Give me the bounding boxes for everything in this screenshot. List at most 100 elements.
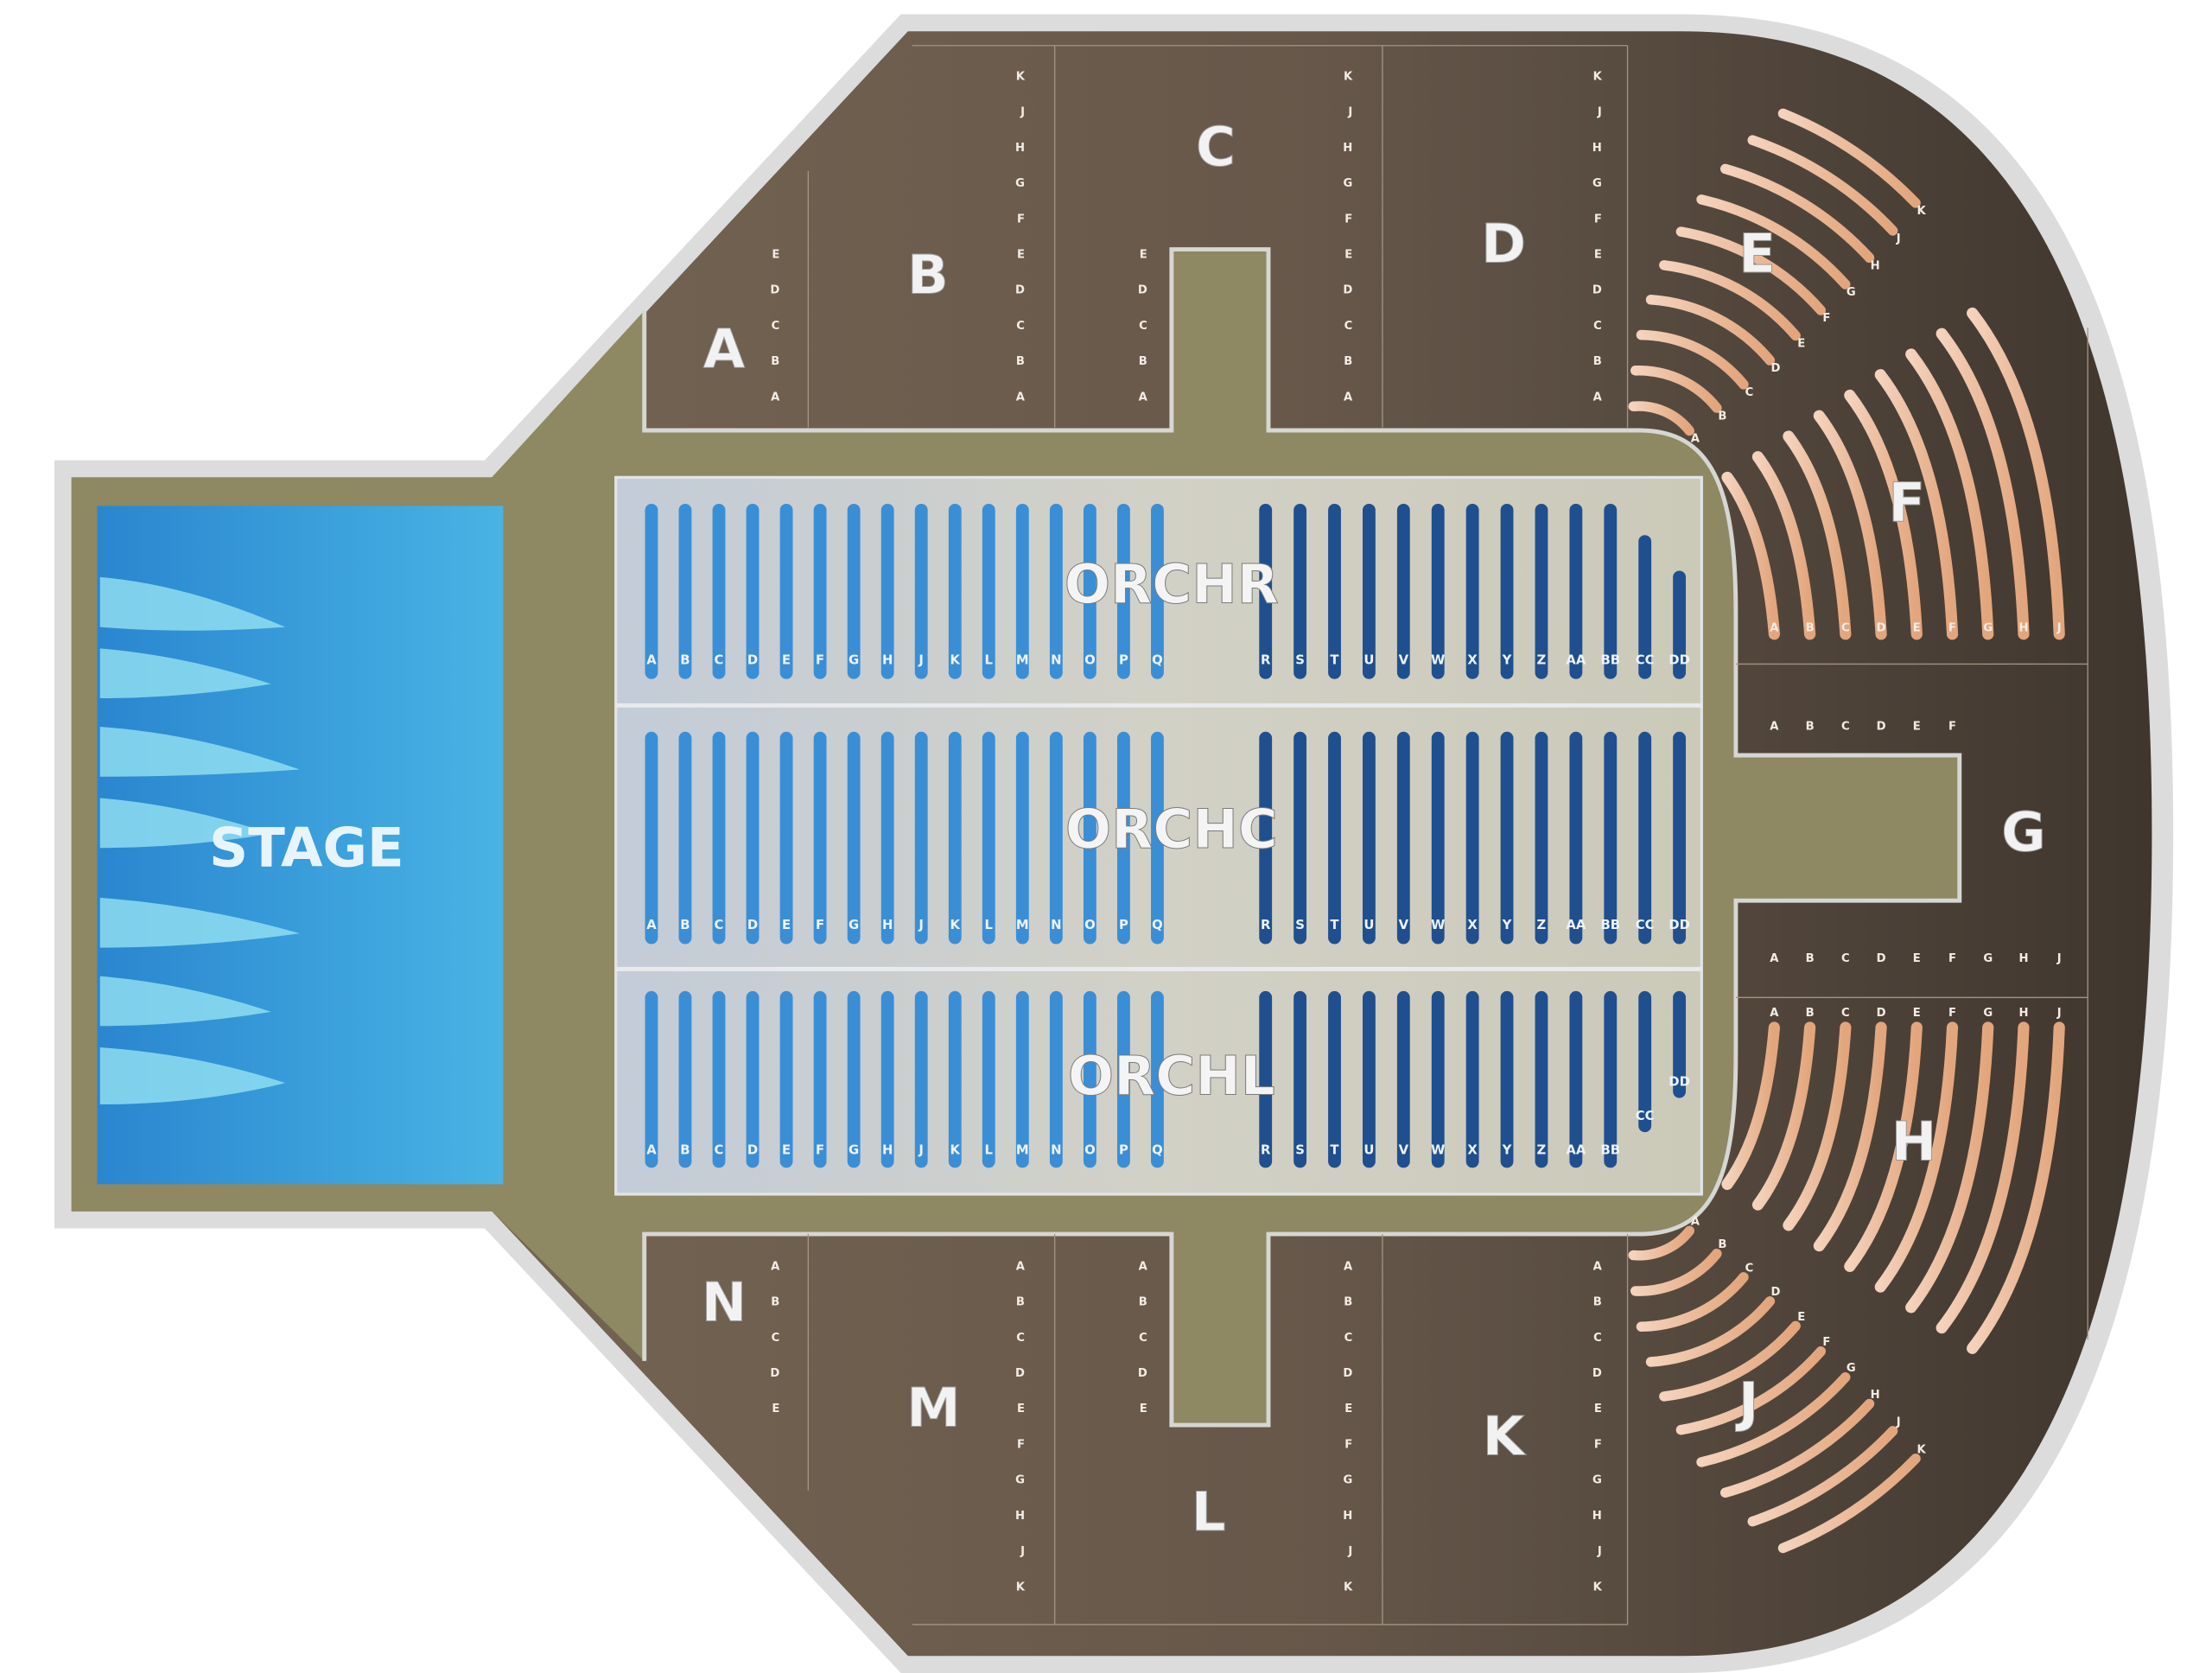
seat-row[interactable] (1696, 1372, 1851, 1467)
section-label-b[interactable]: B (906, 243, 949, 307)
row-label: K (1917, 1443, 1927, 1456)
section-label-j[interactable]: J (1735, 1371, 1759, 1434)
row-label: R (1261, 652, 1271, 667)
seat-row[interactable] (1659, 1320, 1801, 1402)
row-label: A (771, 1260, 780, 1273)
row-label: E (1344, 248, 1352, 261)
row-label: D (1592, 1367, 1602, 1380)
section-label-a[interactable]: A (702, 317, 746, 381)
seat-row[interactable] (1905, 348, 1994, 640)
row-label: A (1139, 1260, 1148, 1273)
row-label: C (1016, 1332, 1025, 1345)
row-label: C (715, 1143, 724, 1158)
row-label: B (1593, 355, 1602, 368)
row-label: H (2018, 622, 2028, 635)
row-label: B (680, 918, 690, 932)
row-label: A (1770, 1007, 1779, 1020)
row-label: H (882, 652, 893, 667)
section-label-m[interactable]: M (906, 1376, 961, 1440)
seat-row[interactable] (1628, 401, 1694, 436)
row-label: H (882, 1143, 893, 1158)
seat-row[interactable] (1747, 1426, 1898, 1527)
seat-row[interactable] (1777, 108, 1921, 208)
section-label-c[interactable]: C (1195, 115, 1236, 179)
seat-row[interactable] (1783, 1021, 1852, 1231)
row-label: Y (1502, 918, 1512, 932)
row-label: D (1138, 284, 1147, 297)
seat-row[interactable] (1645, 295, 1776, 366)
row-label: C (1139, 1332, 1147, 1345)
seat-row[interactable] (1905, 1021, 1994, 1314)
row-label: C (772, 320, 780, 333)
seat-row[interactable] (1751, 1021, 1816, 1211)
seat-row[interactable] (1696, 194, 1851, 289)
row-label: Y (1502, 652, 1512, 667)
row-label: A (1770, 720, 1779, 733)
seat-row[interactable] (1936, 328, 2030, 640)
row-label: G (849, 918, 859, 932)
seat-row[interactable] (1628, 1225, 1694, 1261)
row-label: D (747, 918, 758, 932)
seat-row[interactable] (1967, 307, 2065, 640)
row-label: J (1597, 106, 1602, 119)
row-label: A (1344, 391, 1353, 404)
row-label: A (771, 391, 780, 404)
section-label-d[interactable]: D (1481, 212, 1527, 276)
seat-row[interactable] (1874, 369, 1959, 640)
row-label: D (1343, 284, 1352, 297)
row-label: J (2056, 952, 2062, 965)
seat-row[interactable] (1936, 1021, 2030, 1334)
row-label: M (1016, 1143, 1029, 1158)
row-label: U (1363, 918, 1374, 932)
row-label: B (1806, 720, 1815, 733)
seat-row[interactable] (1844, 389, 1923, 640)
seat-row[interactable] (1747, 135, 1898, 236)
row-label: G (1015, 177, 1025, 190)
seat-row[interactable] (1777, 1454, 1921, 1554)
row-label: D (1343, 1367, 1352, 1380)
section-label-f[interactable]: F (1888, 471, 1926, 535)
row-label: B (1344, 355, 1352, 368)
row-label: C (1745, 1262, 1754, 1275)
seat-row[interactable] (1630, 1248, 1722, 1296)
orchestra-section-label: ORCHL (1068, 1044, 1275, 1107)
seat-row[interactable] (1783, 430, 1852, 640)
row-label: B (680, 1143, 690, 1158)
seat-row[interactable] (1636, 329, 1749, 390)
row-label: S (1295, 1143, 1305, 1158)
seat-row[interactable] (1675, 226, 1827, 315)
seat-row[interactable] (1967, 1021, 2065, 1354)
seat-row[interactable] (1719, 1398, 1875, 1498)
seat-row[interactable] (1751, 451, 1816, 640)
seat-row[interactable] (1719, 163, 1875, 264)
seat-row[interactable] (1636, 1272, 1749, 1333)
seat-row[interactable] (1844, 1021, 1923, 1272)
seat-row[interactable] (1813, 410, 1887, 640)
row-label: H (882, 918, 893, 932)
seat-row[interactable] (1659, 260, 1801, 341)
row-label: AA (1566, 652, 1586, 667)
seat-row[interactable] (1874, 1021, 1959, 1293)
row-label: B (1593, 1296, 1602, 1309)
seat-row[interactable] (1813, 1021, 1887, 1252)
section-label-n[interactable]: N (701, 1270, 747, 1334)
section-label-k[interactable]: K (1482, 1404, 1527, 1468)
row-label: E (1017, 1403, 1025, 1415)
section-label-h[interactable]: H (1891, 1110, 1936, 1174)
row-label: V (1399, 918, 1409, 932)
row-label: D (770, 284, 779, 297)
seat-row[interactable] (1630, 366, 1722, 413)
row-label: D (1877, 1007, 1886, 1020)
section-label-l[interactable]: L (1191, 1480, 1226, 1544)
row-label: T (1330, 1143, 1339, 1158)
section-label-g[interactable]: G (2001, 800, 2046, 864)
row-label: J (2056, 1007, 2062, 1020)
row-label: D (1770, 362, 1780, 375)
row-label: M (1016, 652, 1029, 667)
row-label: E (1913, 952, 1921, 965)
seat-row[interactable] (1721, 471, 1781, 640)
seat-row[interactable] (1721, 1021, 1781, 1190)
seat-row[interactable] (1645, 1296, 1776, 1367)
seat-row[interactable] (1675, 1345, 1827, 1435)
section-label-e[interactable]: E (1738, 221, 1777, 285)
